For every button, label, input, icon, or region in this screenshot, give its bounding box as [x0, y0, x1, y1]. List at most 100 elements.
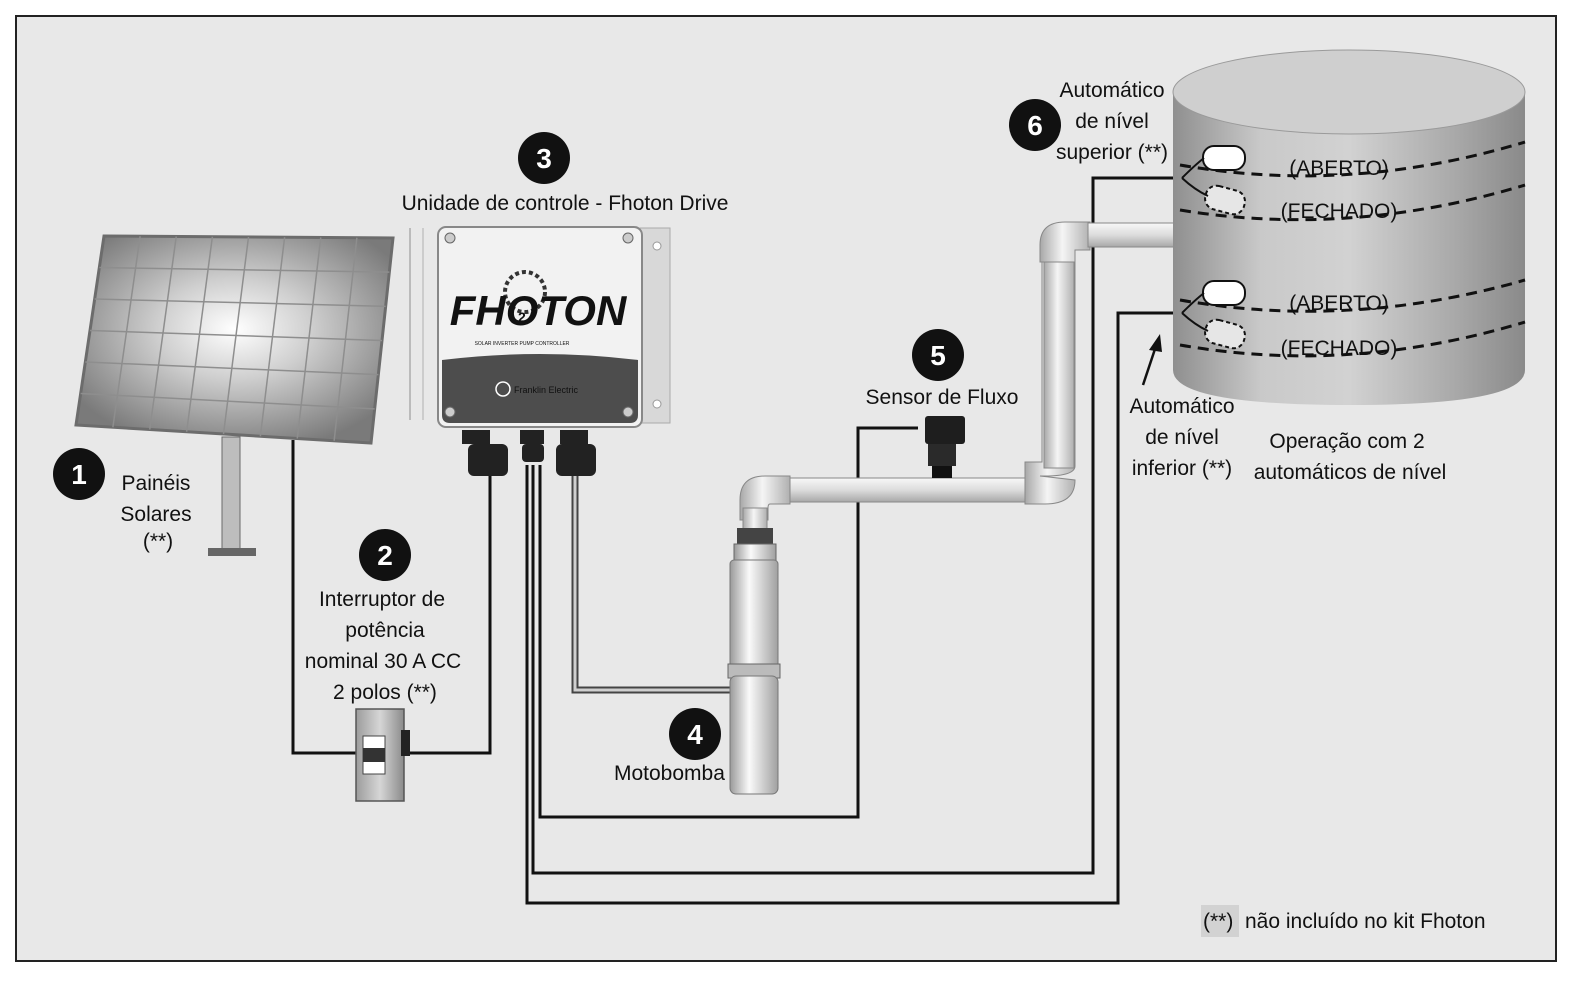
upper-switch-line-2: de nível — [1075, 110, 1149, 133]
sun-gear-icon — [503, 270, 547, 314]
screw-top-left — [444, 232, 456, 244]
badge-6-number: 6 — [1027, 110, 1043, 141]
controller-subtitle: SOLAR INVERTER PUMP CONTROLLER — [475, 341, 570, 347]
controller-title: Unidade de controle - Fhoton Drive — [402, 192, 729, 215]
footnote-text: não incluído no kit Fhoton — [1245, 910, 1486, 933]
lower-float-open — [1202, 280, 1246, 306]
arrow-head-icon — [1149, 334, 1162, 352]
panel-grid-row — [94, 298, 386, 308]
footnote: (**) não incluído no kit Fhoton — [1201, 905, 1486, 937]
screw-bottom-right — [622, 406, 634, 418]
pump-cable-inner — [573, 470, 733, 692]
pump-coupling — [737, 528, 773, 544]
pipe-riser — [1043, 257, 1075, 469]
lower-closed-label: (FECHADO) — [1281, 337, 1398, 360]
gland-2 — [522, 444, 544, 462]
solar-label-line-1: Painéis — [122, 472, 191, 495]
upper-closed-line — [1179, 183, 1526, 222]
upper-cord-closed — [1181, 177, 1209, 197]
solar-label-line-3: (**) — [143, 530, 173, 553]
tank-body — [1173, 92, 1525, 405]
franklin-logo-icon — [495, 381, 511, 397]
lower-switch-line-2: de nível — [1145, 426, 1219, 449]
badge-5-circle — [912, 329, 964, 381]
panel-grid-row — [99, 266, 390, 273]
panel-grid-row — [80, 392, 375, 410]
cable-glands — [462, 430, 596, 476]
controller-unit: FHOTON 2 SOLAR INVERTER PUMP CONTROLLER … — [409, 226, 671, 476]
badge-2-number: 2 — [377, 540, 393, 571]
badge-5-number: 5 — [930, 340, 946, 371]
badge-1-number: 1 — [71, 459, 87, 490]
breaker-lever — [401, 730, 410, 756]
lower-closed-line — [1179, 320, 1526, 358]
lower-switch-line-3: inferior (**) — [1132, 457, 1232, 480]
pipe-tank-inlet — [1087, 222, 1179, 248]
lower-switch-arrow — [1141, 334, 1162, 386]
solar-panel — [74, 234, 395, 556]
pipe-system — [739, 221, 1179, 549]
badge-3-circle — [518, 132, 570, 184]
upper-switch-line-1: Automático — [1059, 79, 1164, 102]
gland-3 — [556, 444, 596, 476]
panel-grid-row — [89, 329, 383, 342]
badge-6-circle — [1009, 99, 1061, 151]
lower-cord-open — [1181, 292, 1205, 314]
level-lines — [1179, 140, 1526, 358]
badge-1: 1 — [53, 448, 105, 500]
panel-base — [208, 548, 256, 556]
upper-closed-label: (FECHADO) — [1281, 200, 1398, 223]
badge-3-number: 3 — [536, 143, 552, 174]
pump-motor — [729, 675, 779, 795]
pump-upper-body — [729, 559, 779, 669]
breaker-label-line-2: potência — [345, 619, 425, 642]
panel-grid-row — [85, 361, 379, 376]
badge-6: 6 — [1009, 99, 1061, 151]
sun-gear-ring — [503, 270, 547, 314]
float-cords — [1181, 157, 1209, 332]
flow-sensor — [925, 416, 965, 478]
upper-cord-open — [1181, 157, 1205, 179]
gland-3-nut — [560, 430, 588, 444]
breaker-label-line-1: Interruptor de — [319, 588, 445, 611]
upper-switch-line-3: superior (**) — [1056, 141, 1168, 164]
footnote-mark: (**) — [1203, 910, 1233, 933]
flow-sensor-body — [928, 444, 956, 466]
breaker-label-line-3: nominal 30 A CC — [305, 650, 461, 673]
upper-open-label: (ABERTO) — [1289, 157, 1389, 180]
operation-line-1: Operação com 2 — [1269, 430, 1424, 453]
controller-dark-band — [442, 354, 638, 423]
lower-switch-wire — [525, 311, 1185, 905]
breaker-switch — [355, 708, 410, 802]
panel-cell-grid — [80, 236, 390, 441]
badge-3: 3 — [518, 132, 570, 184]
arrow-shaft — [1141, 345, 1158, 386]
wires — [291, 176, 1185, 905]
pipe-horizontal — [784, 477, 1044, 503]
upper-float-open — [1202, 145, 1246, 171]
water-tank — [1172, 49, 1526, 405]
flow-sensor-label: Sensor de Fluxo — [866, 386, 1019, 409]
lower-open-label: (ABERTO) — [1289, 292, 1389, 315]
upper-switch-wire — [531, 176, 1185, 875]
solar-label-line-2: Solares — [120, 503, 191, 526]
pump — [727, 528, 781, 795]
labels: Painéis Solares (**) Interruptor de potê… — [120, 79, 1446, 785]
badge-4: 4 — [669, 708, 721, 760]
panel-post — [221, 436, 241, 553]
controller-mount-bracket — [639, 227, 671, 424]
flow-sensor-wire — [538, 426, 918, 819]
pipe-elbow-top — [1039, 221, 1091, 263]
breaker-wire — [405, 470, 492, 755]
gland-2-nut — [520, 430, 544, 444]
gland-1-nut — [462, 430, 490, 444]
lower-open-line — [1179, 278, 1526, 313]
screw-top-right — [622, 232, 634, 244]
screw-bottom-left — [444, 406, 456, 418]
controller-brand: FHOTON — [450, 287, 628, 334]
operation-line-2: automáticos de nível — [1254, 461, 1447, 484]
lower-switch-line-1: Automático — [1129, 395, 1234, 418]
flow-sensor-thread — [932, 466, 952, 478]
badge-4-circle — [669, 708, 721, 760]
